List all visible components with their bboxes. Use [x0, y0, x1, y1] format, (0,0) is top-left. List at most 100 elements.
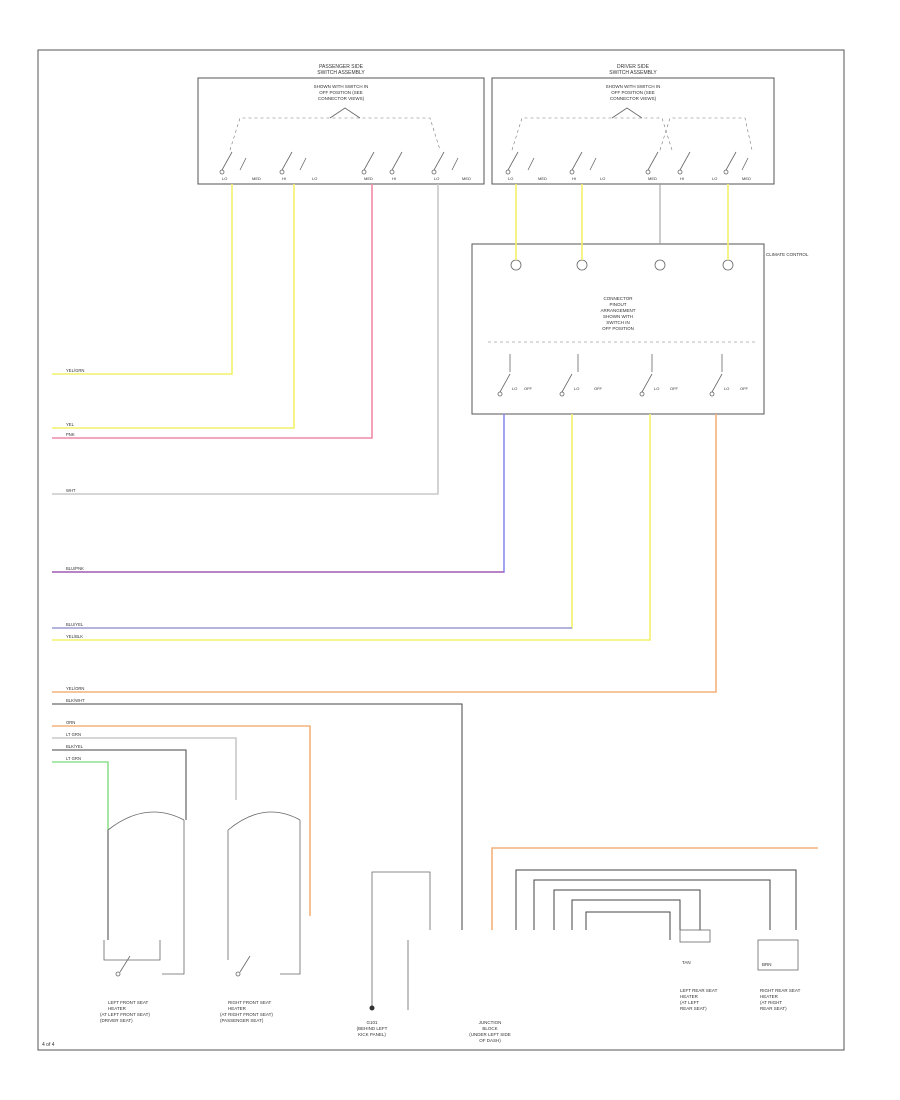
switch-label: HI	[392, 176, 396, 181]
wire-label: YEL/ORN	[66, 686, 84, 691]
wire	[52, 414, 717, 693]
module-note: SHOWN WITH SWITCH IN	[606, 84, 661, 89]
wire-label: LT GRN	[66, 732, 81, 737]
module-note: CONNECTOR VIEWS)	[318, 96, 365, 101]
component-label: (DRIVER SEAT)	[100, 1018, 133, 1023]
module-note: ARRANGEMENT	[600, 308, 635, 313]
wire	[52, 749, 187, 820]
switch-label: MED	[742, 176, 751, 181]
switch-label: LO	[574, 386, 579, 391]
switch-label: LO	[222, 176, 227, 181]
switch-label: HI	[680, 176, 684, 181]
switch-label: LO	[654, 386, 659, 391]
switch-label: MED	[252, 176, 261, 181]
switch-label: LO	[712, 176, 717, 181]
component-label: BLOCK	[482, 1026, 497, 1031]
switch-label: HI	[572, 176, 576, 181]
wire	[52, 184, 233, 375]
diagram-frame	[37, 49, 845, 1051]
module-note: CONNECTOR	[604, 296, 634, 301]
wire	[52, 703, 463, 930]
component-label: OF DASH)	[479, 1038, 501, 1043]
component-label: HEATER	[108, 1006, 127, 1011]
component-label: RIGHT REAR SEAT	[760, 988, 801, 993]
wire-label: PNK	[66, 432, 75, 437]
switch-label: HI	[282, 176, 286, 181]
wire-label: YEL/GRN	[66, 368, 84, 373]
right-rear-seat-heater: BRN RIGHT REAR SEAT HEATER (AT RIGHT REA…	[757, 939, 801, 1011]
module-subtitle: SWITCH ASSEMBLY	[317, 70, 365, 76]
wire	[52, 737, 237, 800]
wire-label: BLK/YEL	[66, 744, 84, 749]
wire-label: BLU/YEL	[66, 622, 84, 627]
page-reference: 4 of 4	[42, 1042, 55, 1048]
switch-label: OFF	[740, 386, 749, 391]
component-label: G101	[366, 1020, 378, 1025]
component-label: (AT LEFT	[680, 1000, 699, 1005]
wire	[52, 184, 439, 495]
module-note: SWITCH IN	[606, 320, 630, 325]
wire	[52, 761, 109, 830]
wire	[533, 879, 771, 930]
switch-label: LO	[600, 176, 605, 181]
module-note: OFF POSITION (SEE	[611, 90, 655, 95]
wire	[52, 414, 573, 629]
component-label: HEATER	[680, 994, 699, 999]
module-title: PASSENGER SIDE	[319, 64, 363, 70]
wire-label: ORN	[66, 720, 75, 725]
wire-label: YEL/BLK	[66, 634, 83, 639]
component-label: (AT LEFT FRONT SEAT)	[100, 1012, 150, 1017]
switch-label: LO	[508, 176, 513, 181]
switch-label: MED	[648, 176, 657, 181]
component-label: RIGHT FRONT SEAT	[228, 1000, 272, 1005]
wire-label: WHT	[66, 488, 76, 493]
module-title: DRIVER SIDE	[617, 64, 650, 70]
wire-label: LT GRN	[66, 756, 81, 761]
component-label: LEFT FRONT SEAT	[108, 1000, 149, 1005]
switch-label: MED	[538, 176, 547, 181]
module-note: SHOWN WITH SWITCH IN	[314, 84, 369, 89]
component-label: REAR SEAT)	[680, 1006, 707, 1011]
component-label: JUNCTION	[479, 1020, 502, 1025]
module-title: CLIMATE CONTROL	[766, 252, 809, 257]
component-label: (PASSENGER SEAT)	[220, 1018, 264, 1023]
climate-control-module: CLIMATE CONTROL CONNECTOR PINOUT ARRANGE…	[471, 243, 809, 415]
switch-label: OFF	[524, 386, 533, 391]
switch-label: LO	[312, 176, 317, 181]
switch-label: LO	[512, 386, 517, 391]
switch-label: OFF	[670, 386, 679, 391]
component-label: REAR SEAT)	[760, 1006, 787, 1011]
wire-harness	[52, 184, 818, 940]
component-label: (AT RIGHT FRONT SEAT)	[220, 1012, 273, 1017]
switch-label: LO	[434, 176, 439, 181]
component-label: KICK PANEL)	[358, 1032, 386, 1037]
component-label: (AT RIGHT	[760, 1000, 782, 1005]
junction-block: JUNCTION BLOCK (UNDER LEFT SIDE OF DASH)	[469, 1020, 510, 1043]
switch-label: LO	[724, 386, 729, 391]
left-seat-heater: LEFT FRONT SEAT HEATER (AT LEFT FRONT SE…	[100, 811, 185, 1023]
wire	[571, 899, 681, 930]
switch-label: MED	[364, 176, 373, 181]
wire	[553, 889, 701, 930]
module-note: PINOUT	[609, 302, 626, 307]
switch-label: MED	[462, 176, 471, 181]
pin-label: TAN	[682, 960, 691, 965]
pin-label: BRN	[762, 962, 772, 967]
module-note: CONNECTOR VIEWS)	[610, 96, 657, 101]
module-note: SHOWN WITH	[603, 314, 633, 319]
ground-point: G101 (BEHIND LEFT KICK PANEL)	[357, 871, 431, 1037]
wire	[52, 184, 373, 439]
left-rear-seat-heater: TAN LEFT REAR SEAT HEATER (AT LEFT REAR …	[679, 929, 718, 1011]
module-note: OFF POSITION (SEE	[319, 90, 363, 95]
wire	[52, 184, 295, 429]
component-label: HEATER	[228, 1006, 247, 1011]
driver-switch-module: DRIVER SIDE SWITCH ASSEMBLY SHOWN WITH S…	[491, 64, 775, 185]
component-label: HEATER	[760, 994, 779, 999]
module-subtitle: SWITCH ASSEMBLY	[609, 70, 657, 76]
component-label: LEFT REAR SEAT	[680, 988, 718, 993]
right-seat-heater: RIGHT FRONT SEAT HEATER (AT RIGHT FRONT …	[220, 811, 301, 1023]
component-label: (BEHIND LEFT	[357, 1026, 388, 1031]
wire	[491, 847, 818, 930]
module-note: OFF POSITION	[602, 326, 634, 331]
